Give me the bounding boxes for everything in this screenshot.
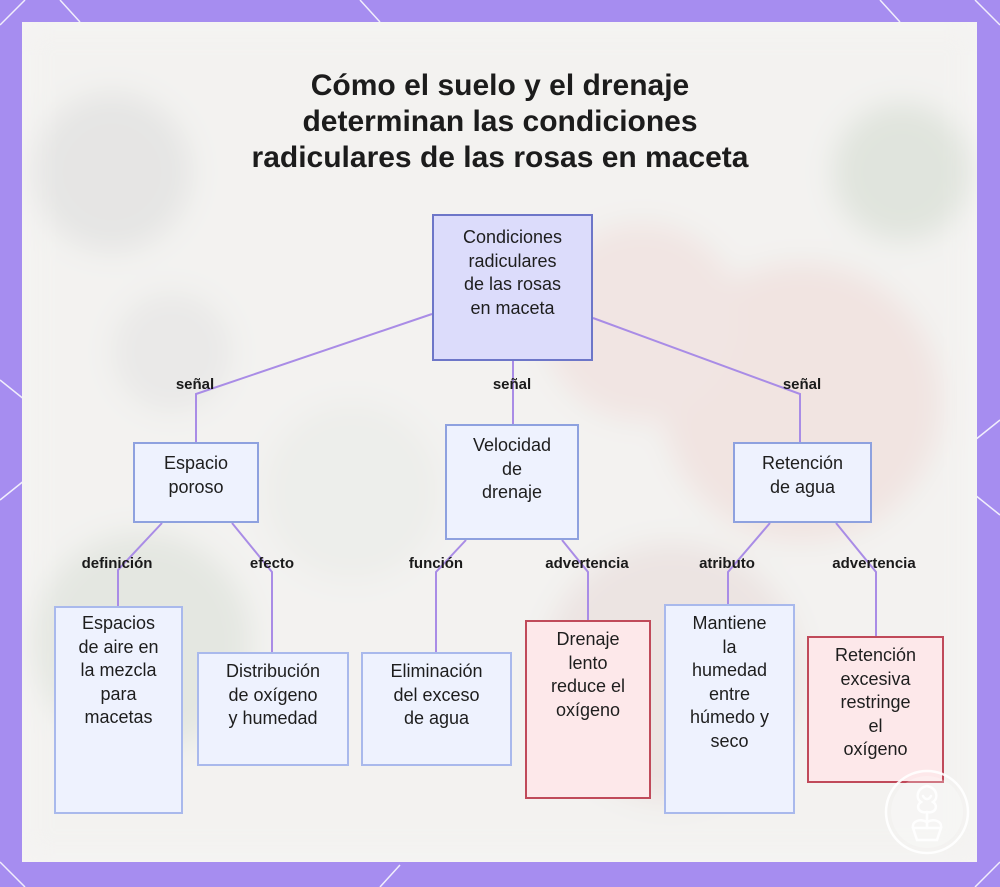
node-text: de agua: [403, 708, 470, 728]
diagram-title: Cómo el suelo y el drenaje determinan la…: [0, 68, 1000, 176]
node-text: la mezcla: [80, 660, 157, 680]
node-text: macetas: [84, 707, 153, 727]
node-text: Retención: [834, 645, 917, 665]
node-text: oxígeno: [555, 699, 621, 720]
node-text: lento: [568, 652, 608, 673]
node-text: del exceso: [393, 684, 480, 705]
edge-label-senal: señal: [492, 376, 532, 393]
node-text: reduce el: [550, 676, 626, 696]
edge-label-efecto: efecto: [249, 555, 295, 572]
node-excessive-retention-warning: Retención excesiva restringe el oxígeno: [807, 636, 944, 783]
node-text: seco: [710, 730, 749, 751]
node-text: Eliminación: [390, 661, 483, 681]
edge-porous-air: [117, 522, 163, 606]
node-porous-space: Espacio poroso: [133, 442, 259, 523]
edge-label-senal: señal: [782, 376, 822, 393]
edge-label-advertencia: advertencia: [832, 555, 916, 572]
node-slow-drainage-warning: Drenaje lento reduce el oxígeno: [525, 620, 651, 799]
edge-speed-excess: [435, 539, 467, 652]
node-text: Mantiene: [692, 613, 767, 633]
node-text: húmedo y: [689, 707, 770, 727]
node-text: radiculares: [468, 250, 557, 271]
node-text: de: [501, 458, 522, 479]
node-text: poroso: [168, 476, 224, 497]
node-water-retention: Retención de agua: [733, 442, 872, 523]
rose-logo-icon: [884, 769, 970, 855]
node-text: restringe: [840, 692, 911, 712]
node-drainage-speed: Velocidad de drenaje: [445, 424, 579, 540]
node-text: en maceta: [470, 297, 555, 318]
node-text: entre: [708, 683, 751, 704]
edge-speed-slow: [561, 539, 589, 620]
edge-root-porous: [195, 313, 433, 442]
node-text: la: [722, 636, 737, 657]
edge-porous-oxy: [231, 522, 273, 652]
node-text: Espacio: [163, 453, 229, 473]
node-keeps-moisture: Mantiene la humedad entre húmedo y seco: [664, 604, 795, 814]
node-text: el: [868, 715, 883, 736]
edge-label-funcion: función: [408, 555, 464, 572]
node-text: Espacios: [81, 613, 156, 633]
node-text: Drenaje: [556, 629, 620, 649]
node-text: oxígeno: [843, 739, 908, 759]
node-text: de agua: [769, 476, 836, 497]
edge-label-definicion: definición: [81, 555, 153, 572]
edge-retain-restr: [835, 522, 877, 636]
node-text: Distribución: [225, 661, 321, 681]
node-text: de aire en: [78, 636, 159, 657]
node-text: para: [100, 683, 137, 704]
node-oxygen-distribution: Distribución de oxígeno y humedad: [197, 652, 349, 766]
node-text: de oxígeno: [228, 684, 318, 705]
title-line: determinan las condiciones: [302, 105, 698, 138]
edge-label-senal: señal: [175, 376, 215, 393]
node-air-spaces: Espacios de aire en la mezcla para macet…: [54, 606, 183, 814]
title-line: radiculares de las rosas en maceta: [251, 141, 749, 174]
edge-label-advertencia: advertencia: [545, 555, 629, 572]
node-text: Condiciones: [462, 227, 563, 247]
node-excess-removal: Eliminación del exceso de agua: [361, 652, 512, 766]
title-line: Cómo el suelo y el drenaje: [310, 69, 690, 102]
node-text: humedad: [691, 660, 768, 680]
edge-label-atributo: atributo: [699, 555, 755, 572]
node-text: y humedad: [228, 708, 318, 728]
node-text: excesiva: [840, 668, 911, 689]
node-text: drenaje: [481, 482, 543, 502]
node-text: Velocidad: [472, 435, 552, 455]
node-text: de las rosas: [463, 274, 562, 294]
edge-root-retain: [592, 317, 801, 442]
edge-retain-keeps: [727, 522, 771, 604]
node-text: Retención: [761, 453, 844, 473]
node-root-conditions: Condiciones radiculares de las rosas en …: [432, 214, 593, 361]
